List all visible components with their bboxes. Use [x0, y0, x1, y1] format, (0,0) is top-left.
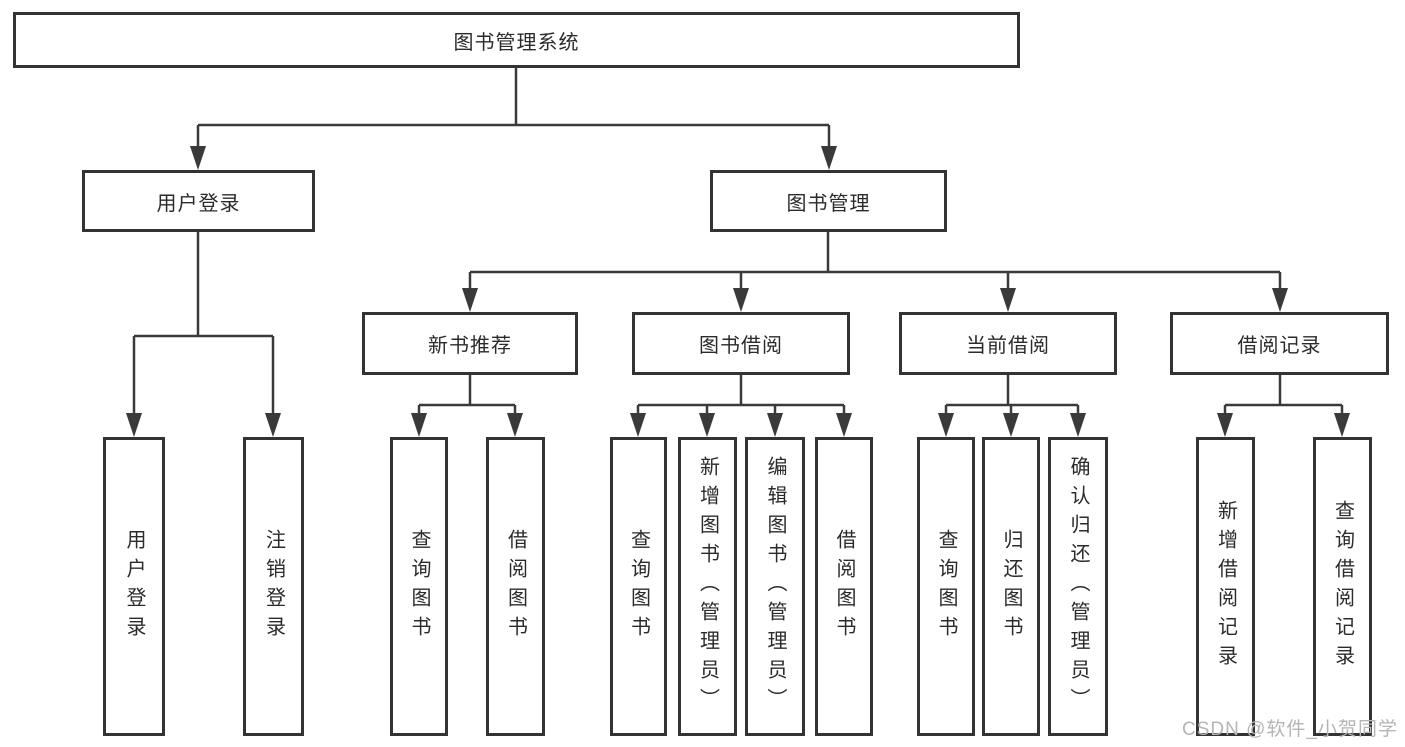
- leaf-query-books-borrow: 查询图书: [610, 437, 667, 736]
- leaf-label: 注销登录: [262, 528, 285, 645]
- leaf-query-borrow-record: 查询借阅记录: [1313, 437, 1372, 736]
- node-root-library-system: 图书管理系统: [13, 12, 1020, 68]
- leaf-label: 编辑图书（管理员）: [764, 456, 786, 717]
- leaf-label: 查询图书: [627, 528, 650, 645]
- leaf-add-books-admin: 新增图书（管理员）: [678, 437, 737, 736]
- leaf-user-login: 用户登录: [103, 437, 165, 736]
- leaf-label: 借阅图书: [504, 528, 527, 645]
- node-book-management: 图书管理: [710, 170, 947, 232]
- node-new-book-recommend: 新书推荐: [362, 312, 578, 375]
- leaf-label: 新增借阅记录: [1214, 499, 1237, 674]
- leaf-label: 借阅图书: [833, 528, 855, 645]
- leaf-label: 确认归还（管理员）: [1067, 456, 1089, 717]
- leaf-label: 用户登录: [123, 528, 145, 645]
- leaf-edit-books-admin: 编辑图书（管理员）: [745, 437, 805, 736]
- leaf-add-borrow-record: 新增借阅记录: [1196, 437, 1255, 736]
- leaf-label: 查询借阅记录: [1331, 499, 1354, 674]
- leaf-borrow-books: 借阅图书: [815, 437, 873, 736]
- leaf-query-books-current: 查询图书: [917, 437, 975, 736]
- leaf-label: 查询图书: [935, 528, 957, 645]
- node-current-borrow: 当前借阅: [899, 312, 1117, 375]
- leaf-return-books: 归还图书: [982, 437, 1040, 736]
- leaf-label: 新增图书（管理员）: [696, 456, 719, 717]
- leaf-query-books-recommend: 查询图书: [390, 437, 448, 736]
- leaf-confirm-return-admin: 确认归还（管理员）: [1048, 437, 1108, 736]
- leaf-label: 查询图书: [408, 528, 430, 645]
- node-user-login: 用户登录: [82, 170, 315, 232]
- leaf-logout: 注销登录: [243, 437, 304, 736]
- node-borrow-records: 借阅记录: [1170, 312, 1389, 375]
- leaf-label: 归还图书: [1000, 528, 1022, 645]
- csdn-watermark: CSDN @软件_小贺同学: [1182, 719, 1398, 740]
- leaf-borrow-books-recommend: 借阅图书: [486, 437, 545, 736]
- node-book-borrow: 图书借阅: [632, 312, 850, 375]
